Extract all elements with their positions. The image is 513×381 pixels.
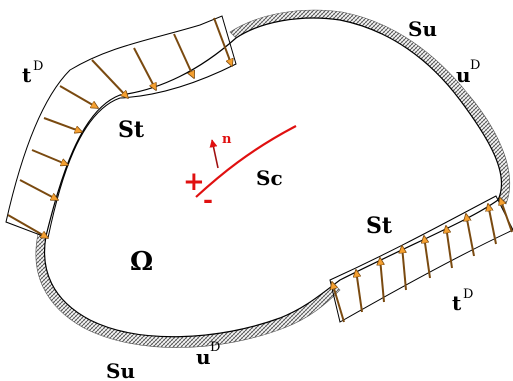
label-plus: +: [183, 167, 205, 197]
label-su-top: Su: [408, 17, 437, 41]
label-t-left: t: [22, 63, 32, 87]
traction-arrows-right: [332, 198, 513, 323]
label-crack: Sc: [256, 166, 283, 190]
traction-arrows-left: [7, 17, 232, 239]
label-u-top: u: [456, 63, 471, 87]
label-su-bottom: Su: [106, 359, 135, 381]
label-u-top-sup: D: [470, 58, 480, 73]
label-u-bottom: u: [196, 345, 211, 369]
crack-curve: [195, 125, 297, 198]
label-t-right: t: [452, 291, 462, 315]
label-domain: Ω: [130, 247, 153, 277]
traction-strip-left: [5, 15, 237, 239]
normal-arrow: [209, 139, 219, 169]
label-minus: -: [203, 185, 213, 214]
label-normal: n: [222, 132, 232, 147]
label-u-bottom-sup: D: [210, 340, 220, 355]
label-t-left-sup: D: [33, 59, 43, 74]
label-st-right: St: [366, 213, 393, 239]
label-st-left: St: [118, 117, 145, 143]
label-t-right-sup: D: [463, 287, 473, 302]
